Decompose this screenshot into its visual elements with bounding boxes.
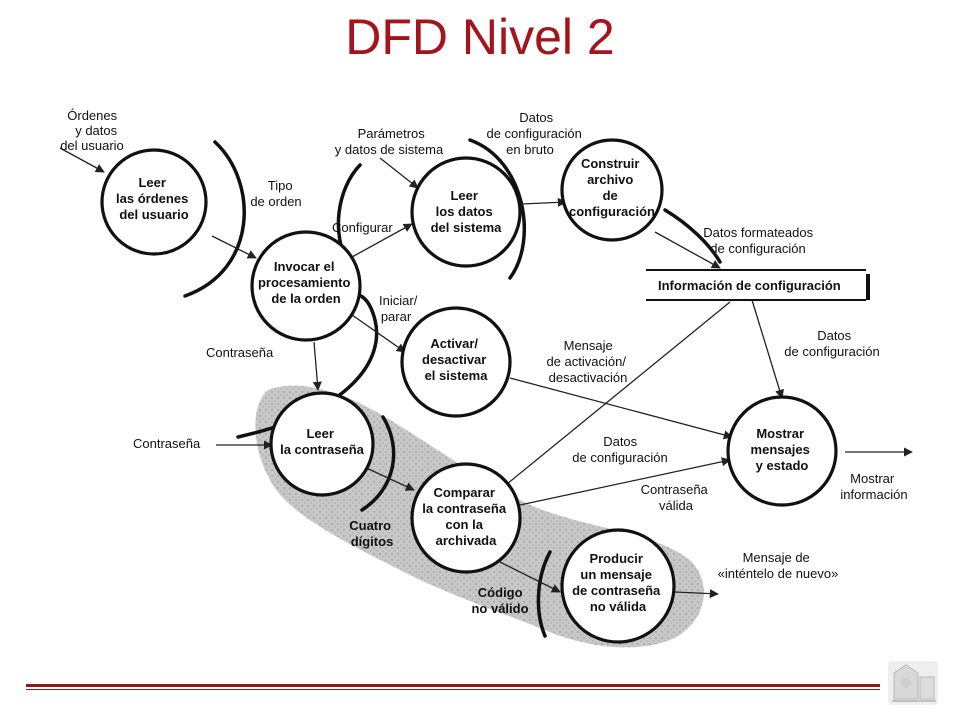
svg-text:Comparar la contraseña: Comparar la contraseña con la archivada [422,485,509,548]
label-configurar: Configurar [332,220,393,235]
flow-datos-config-1 [751,299,784,399]
label-codigo-no-valido: Código no válido [471,585,528,616]
label-iniciar: Iniciar/ parar [379,293,421,324]
data-flows [59,147,913,599]
data-store-label: Información de configuración [658,278,841,293]
flow-ordenes [59,147,105,173]
process-construir: Construir archivo de configuración [560,138,664,242]
flow-mensaje-activacion [509,377,733,440]
svg-text:Leer las órdenes d: Leer las órdenes del usuario [116,175,192,222]
label-contrasena-valida: Contraseña válida [641,482,712,513]
boundary-arc [663,208,722,264]
label-datos-config-2: Datos de configuración [572,434,667,465]
svg-text:Construir archivo: Construir archivo de configuración [569,156,655,219]
flow-contrasena-valida [519,457,731,506]
svg-text:Mostrar mensajes y: Mostrar mensajes y estado [751,426,814,473]
footer-rule [26,684,880,687]
boundary-arc [183,140,246,298]
label-mensaje-activacion: Mensaje de activación/ desactivación [546,338,629,385]
flow-configurar [351,223,413,258]
boundary-arc [360,415,396,512]
flow-iniciar [344,309,406,353]
label-ordenes: Órdenes y datos del usuario [60,108,124,153]
label-mostrar-info: Mostrar información [840,471,907,502]
label-contrasena-1: Contraseña [206,345,274,360]
page-title: DFD Nivel 2 [345,9,615,65]
institution-logo-icon [888,661,938,705]
process-activar: Activar/ desactivar el sistema [400,306,512,418]
label-tipo-orden: Tipo de orden [250,178,301,209]
label-datos-bruto: Datos de configuración en bruto [486,110,585,157]
svg-text:Leer los datos del: Leer los datos del sistema [431,188,503,235]
process-producir: Producir un mensaje de contraseña no vál… [560,528,676,644]
flow-parametros [379,157,419,189]
footer-rule-thin [26,689,880,690]
boundary-arc [536,550,552,638]
label-datos-config-1: Datos de configuración [784,328,879,359]
process-leer-ordenes: Leer las órdenes del usuario [100,148,208,256]
data-store-configuracion: Información de configuración [646,269,870,301]
label-mensaje-intentelo: Mensaje de «inténtelo de nuevo» [718,550,839,581]
flow-datos-config-2 [495,301,731,494]
flow-datos-formateados [654,231,721,269]
svg-text:Activar/ desactivar: Activar/ desactivar el sistema [422,336,490,383]
process-leer-datos: Leer los datos del sistema [410,156,522,268]
svg-text:Producir un mensaje: Producir un mensaje de contraseña no vál… [572,551,664,614]
flow-comparar [361,465,415,491]
process-invocar: Invocar el procesamiento de la orden [250,230,362,342]
process-comparar: Comparar la contraseña con la archivada [410,462,522,574]
label-cuatro-digitos: Cuatro dígitos [349,518,395,549]
flow-codigo-no-valido [499,561,561,593]
svg-text:Invocar el procesamiento: Invocar el procesamiento de la orden [258,259,354,306]
label-contrasena-2: Contraseña [133,436,201,451]
label-datos-formateados: Datos formateados de configuración [703,225,816,256]
flow-mensaje-intentelo [674,589,719,599]
flow-contrasena-1 [312,341,322,391]
svg-text:Leer la contraseña: Leer la contraseña [280,426,365,457]
process-leer-contrasena: Leer la contraseña [269,391,375,497]
flow-tipo-orden [211,235,257,259]
label-parametros: Parámetros y datos de sistema [335,126,444,157]
boundary-arc [468,138,527,280]
process-mostrar: Mostrar mensajes y estado [726,395,838,507]
flow-datos-bruto [521,197,567,207]
